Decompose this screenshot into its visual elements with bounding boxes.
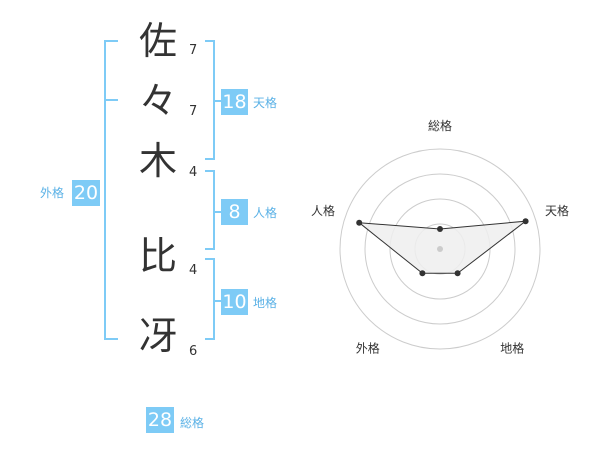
name-char-3: 木 [138,139,177,183]
gaikaku-bracket-mid [104,99,118,101]
radar-point-5 [356,219,363,226]
jinkaku-bracket-line [213,170,215,250]
tenkaku-bracket-top [205,40,215,42]
tenkaku-label: 天格 [253,96,278,110]
stroke-count-4: 4 [189,263,198,278]
soukaku-value: 28 [146,407,174,433]
stroke-count-2: 7 [189,104,198,119]
chikaku-bracket-bottom [205,338,215,340]
name-char-1: 佐 [138,19,177,63]
name-char-5: 冴 [138,314,177,358]
name-char-2: 々 [138,79,177,123]
radar-grid-ring-3 [364,173,516,325]
gaikaku-bracket-bottom [104,338,118,340]
gaikaku-bracket-line [104,40,106,340]
radar-point-4 [419,270,426,277]
jinkaku-bracket-bottom [205,248,215,250]
radar-axis-label-3: 地格 [500,341,524,356]
jinkaku-bracket-top [205,170,215,172]
jinkaku-value: 8 [221,199,248,225]
gaikaku-bracket-top [104,40,118,42]
tenkaku-bracket-bottom [205,158,215,160]
radar-grid-ring-4 [339,148,541,350]
tenkaku-bracket-tick [213,100,221,102]
chikaku-bracket-tick [213,300,221,302]
radar-point-2 [522,218,529,225]
radar-axis-label-4: 外格 [356,341,380,356]
stroke-count-1: 7 [189,43,198,58]
chikaku-bracket-line [213,258,215,340]
radar-point-1 [437,226,443,232]
radar-point-3 [454,270,461,277]
tenkaku-value: 18 [221,89,248,115]
stroke-count-5: 6 [189,344,198,359]
soukaku-label: 総格 [180,416,205,430]
radar-axis-label-2: 天格 [545,203,569,218]
chikaku-bracket-top [205,258,215,260]
radar-series [356,218,529,277]
jinkaku-label: 人格 [253,206,278,220]
radar-axis-label-5: 人格 [311,203,335,218]
jinkaku-bracket-tick [213,211,221,213]
gaikaku-value: 20 [72,180,100,206]
chikaku-value: 10 [221,289,248,315]
radar-axis-label-1: 総格 [428,118,452,133]
chikaku-label: 地格 [253,296,278,310]
gaikaku-label: 外格 [40,186,65,200]
name-char-4: 比 [138,234,177,278]
stroke-count-3: 4 [189,165,198,180]
radar-center-point [437,246,443,252]
